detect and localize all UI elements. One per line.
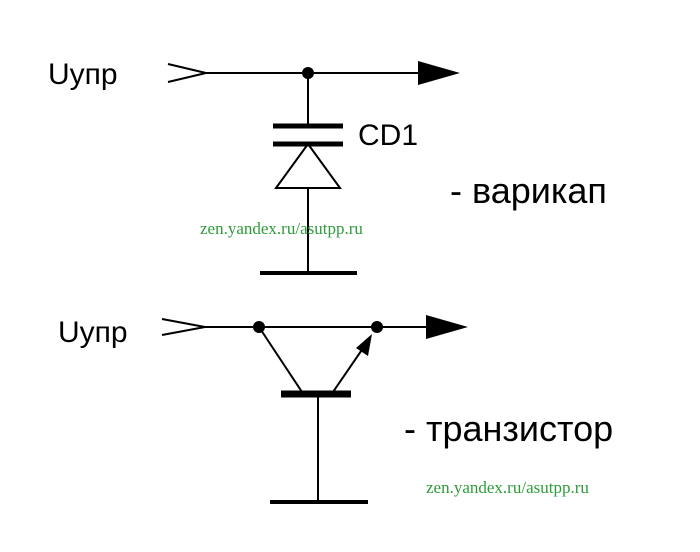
input-chevron-icon — [161, 318, 206, 336]
output-arrow-icon — [426, 315, 468, 339]
junction-dot-collector — [253, 321, 265, 333]
component-label-cd1: CD1 — [358, 119, 418, 152]
junction-dot — [302, 67, 314, 79]
varicap-watermark: zen.yandex.ru/asutpp.ru — [200, 219, 363, 238]
varicap-description: - варикап — [450, 170, 607, 211]
varicap-input-label: Uупр — [48, 58, 118, 91]
transistor-watermark: zen.yandex.ru/asutpp.ru — [426, 478, 589, 497]
input-chevron-icon — [167, 63, 207, 83]
diode-triangle-icon — [274, 142, 342, 189]
transistor-circuit — [161, 318, 428, 504]
junction-dot-emitter — [371, 321, 383, 333]
output-arrow-icon — [418, 61, 460, 85]
transistor-input-label: Uупр — [58, 316, 128, 349]
transistor-description: - транзистор — [404, 408, 613, 449]
varicap-circuit — [167, 63, 420, 275]
emitter-arrow-icon — [356, 334, 372, 356]
collector-lead — [258, 326, 303, 393]
